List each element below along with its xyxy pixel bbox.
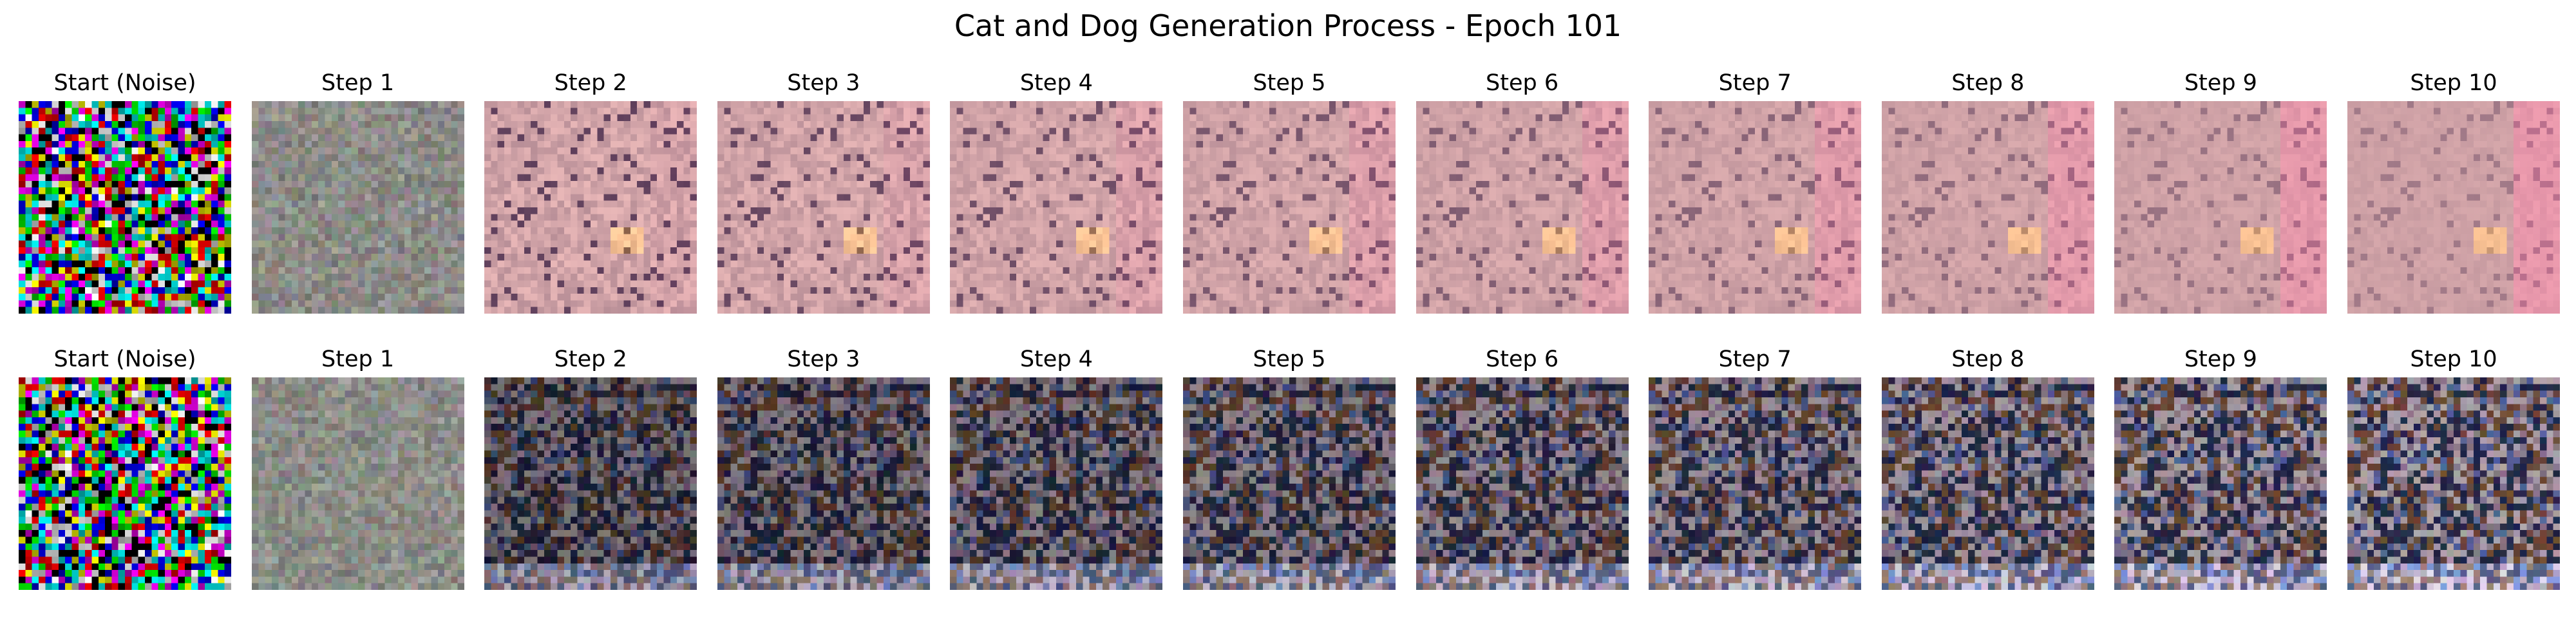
generated-image bbox=[251, 377, 464, 590]
generated-image bbox=[1183, 377, 1396, 590]
image-canvas bbox=[717, 101, 930, 314]
panel-title: Start (Noise) bbox=[53, 70, 196, 96]
generated-image bbox=[484, 101, 697, 314]
image-canvas bbox=[717, 377, 930, 590]
generated-image bbox=[717, 101, 930, 314]
image-canvas bbox=[484, 101, 697, 314]
panel-title: Step 4 bbox=[1019, 346, 1093, 372]
panel-title: Step 1 bbox=[321, 346, 395, 372]
generated-image bbox=[950, 377, 1163, 590]
generated-image bbox=[1416, 101, 1629, 314]
panel-title: Step 8 bbox=[1951, 346, 2025, 372]
panel-title: Start (Noise) bbox=[53, 346, 196, 372]
image-canvas bbox=[1416, 101, 1629, 314]
image-canvas bbox=[1183, 377, 1396, 590]
generated-image bbox=[1881, 101, 2094, 314]
image-canvas bbox=[1416, 377, 1629, 590]
generated-image bbox=[484, 377, 697, 590]
image-canvas bbox=[19, 101, 231, 314]
generated-image bbox=[2114, 377, 2327, 590]
panel-title: Step 5 bbox=[1253, 70, 1326, 96]
image-canvas bbox=[2347, 101, 2560, 314]
panel-title: Step 9 bbox=[2184, 346, 2257, 372]
panel-title: Step 5 bbox=[1253, 346, 1326, 372]
image-canvas bbox=[1881, 101, 2094, 314]
generated-image bbox=[1881, 377, 2094, 590]
generated-image bbox=[1649, 377, 1862, 590]
panel-title: Step 7 bbox=[1718, 70, 1792, 96]
image-canvas bbox=[2347, 377, 2560, 590]
panel-title: Step 7 bbox=[1718, 346, 1792, 372]
generated-image bbox=[2347, 377, 2560, 590]
image-canvas bbox=[1183, 101, 1396, 314]
image-canvas bbox=[19, 377, 231, 590]
panel-title: Step 8 bbox=[1951, 70, 2025, 96]
generated-image bbox=[1416, 377, 1629, 590]
panel-title: Step 10 bbox=[2410, 346, 2497, 372]
generated-image bbox=[950, 101, 1163, 314]
panel-title: Step 2 bbox=[554, 346, 627, 372]
generated-image bbox=[2347, 101, 2560, 314]
image-canvas bbox=[2114, 101, 2327, 314]
generated-image bbox=[251, 101, 464, 314]
image-canvas bbox=[1881, 377, 2094, 590]
image-canvas bbox=[1649, 377, 1862, 590]
image-canvas bbox=[484, 377, 697, 590]
panel-title: Step 3 bbox=[787, 70, 860, 96]
image-canvas bbox=[950, 377, 1163, 590]
panel-title: Step 10 bbox=[2410, 70, 2497, 96]
generated-image bbox=[1183, 101, 1396, 314]
figure-title: Cat and Dog Generation Process - Epoch 1… bbox=[954, 8, 1622, 43]
image-canvas bbox=[1649, 101, 1862, 314]
panel-title: Step 1 bbox=[321, 70, 395, 96]
image-canvas bbox=[950, 101, 1163, 314]
image-canvas bbox=[251, 377, 464, 590]
panel-title: Step 9 bbox=[2184, 70, 2257, 96]
panel-title: Step 3 bbox=[787, 346, 860, 372]
generated-image bbox=[717, 377, 930, 590]
generated-image bbox=[1649, 101, 1862, 314]
panel-title: Step 4 bbox=[1019, 70, 1093, 96]
image-canvas bbox=[251, 101, 464, 314]
noise-image bbox=[19, 377, 231, 590]
image-canvas bbox=[2114, 377, 2327, 590]
generated-image bbox=[2114, 101, 2327, 314]
noise-image bbox=[19, 101, 231, 314]
panel-title: Step 6 bbox=[1486, 70, 1559, 96]
panel-title: Step 2 bbox=[554, 70, 627, 96]
panel-title: Step 6 bbox=[1486, 346, 1559, 372]
